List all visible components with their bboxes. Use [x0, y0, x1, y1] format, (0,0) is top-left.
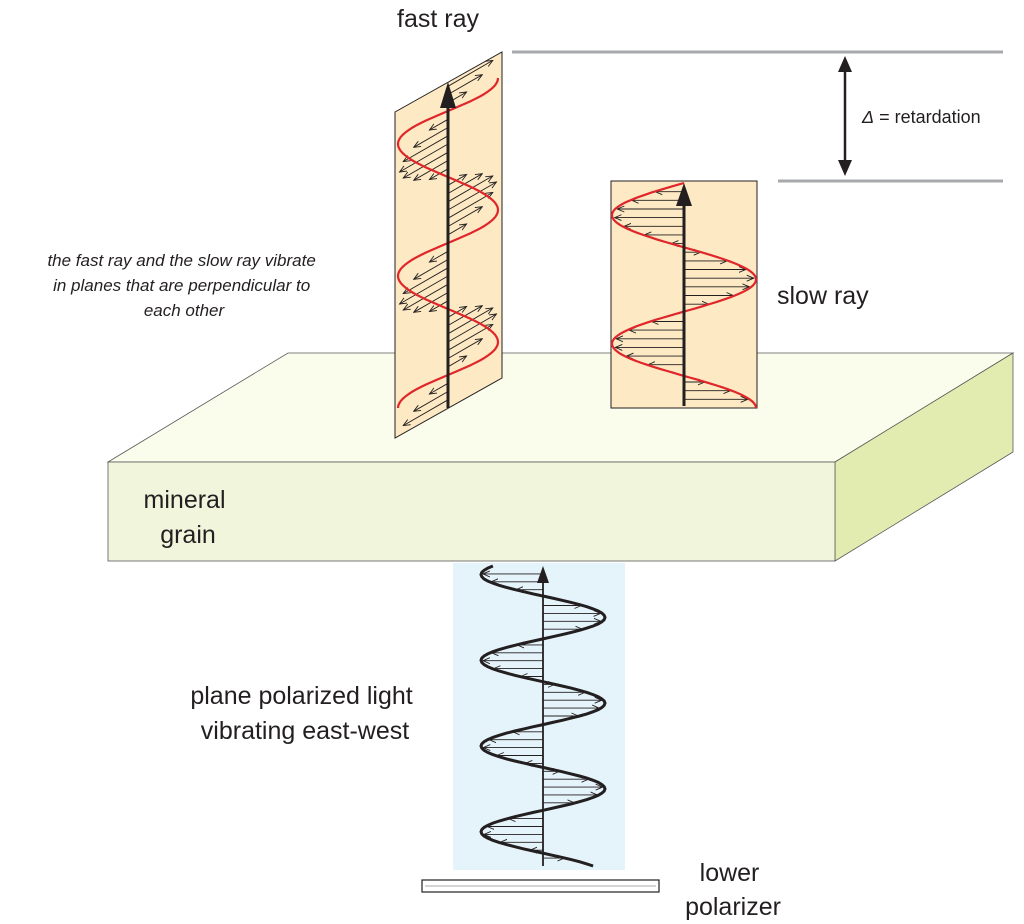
fast-ray-vibration-arrow: [403, 399, 449, 426]
fast-ray-vibration-arrow: [400, 143, 449, 172]
retardation-symbol: Δ: [861, 107, 874, 127]
fast-ray-vibration-arrows: [400, 60, 497, 425]
mineral-grain-slab: [106, 352, 1015, 562]
mineral-grain-line-2: grain: [160, 521, 216, 549]
mineral-grain-line-1: mineral: [144, 486, 226, 514]
fast-ray-vibration-arrow: [447, 182, 497, 211]
plane-polarized-line-2: vibrating east-west: [201, 717, 409, 745]
ppl-wave: [479, 564, 607, 868]
retardation-double-arrow: [838, 56, 852, 176]
perpendicular-note: the fast ray and the slow ray vibrate in…: [47, 251, 320, 320]
fast-ray-vibration-arrow: [403, 135, 449, 162]
fast-ray-vibration-arrow: [403, 283, 449, 310]
lower-polarizer-line-1: lower: [700, 859, 760, 887]
slow-ray-arrowhead: [676, 183, 692, 206]
fast-ray-vibration-arrow: [447, 324, 493, 351]
fast-ray-vibration-arrow: [447, 308, 493, 335]
fast-ray-vibration-arrow: [447, 339, 482, 359]
slow-ray-plane: [610, 180, 758, 409]
fast-ray-vibration-arrow: [429, 382, 449, 394]
fast-ray-vibration-arrow: [447, 224, 467, 236]
perpendicular-note-line-2: in planes that are perpendicular to: [53, 276, 310, 295]
grain-front-face: [107, 461, 836, 562]
fast-ray-arrowhead: [440, 82, 456, 108]
fast-ray-vibration-arrow: [429, 118, 449, 130]
fast-ray-vibration-arrow: [414, 127, 449, 148]
fast-ray-vibration-arrow: [447, 60, 493, 87]
fast-ray-plane: [394, 51, 503, 439]
plane-polarized-light-plane: [453, 563, 625, 870]
mineral-grain-label: mineral grain: [144, 486, 233, 549]
perpendicular-note-line-1: the fast ray and the slow ray vibrate: [47, 251, 315, 270]
ppl-arrowhead: [537, 566, 549, 583]
fast-ray-vibration-arrow: [414, 259, 449, 280]
perpendicular-note-line-3: each other: [144, 301, 226, 320]
fast-ray-vibration-arrow: [429, 250, 449, 262]
fast-ray-vibration-arrow: [447, 75, 482, 95]
retardation-text: = retardation: [874, 107, 981, 127]
lower-polarizer-line-2: polarizer: [685, 893, 781, 921]
fast-ray-vibration-arrow: [447, 314, 497, 343]
lower-polarizer-label: lower polarizer: [685, 859, 781, 921]
fast-ray-vibration-arrow: [447, 192, 493, 219]
fast-ray-vibration-arrow: [414, 391, 449, 412]
slow-ray-wave: [610, 181, 758, 409]
fast-ray-vibration-arrow: [447, 176, 493, 203]
plane-polarized-line-1: plane polarized light: [190, 682, 412, 710]
plane-polarized-label: plane polarized light vibrating east-wes…: [190, 682, 419, 745]
fast-ray-vibration-arrow: [403, 151, 449, 178]
fast-ray-label: fast ray: [397, 5, 479, 33]
fast-ray-vibration-arrow: [400, 275, 449, 304]
fast-ray-vibration-arrow: [447, 356, 467, 368]
fast-ray-vibration-arrow: [447, 207, 482, 227]
retardation-label: Δ = retardation: [861, 107, 981, 127]
fast-ray-vibration-arrow: [403, 267, 449, 294]
slow-ray-label: slow ray: [777, 282, 869, 310]
